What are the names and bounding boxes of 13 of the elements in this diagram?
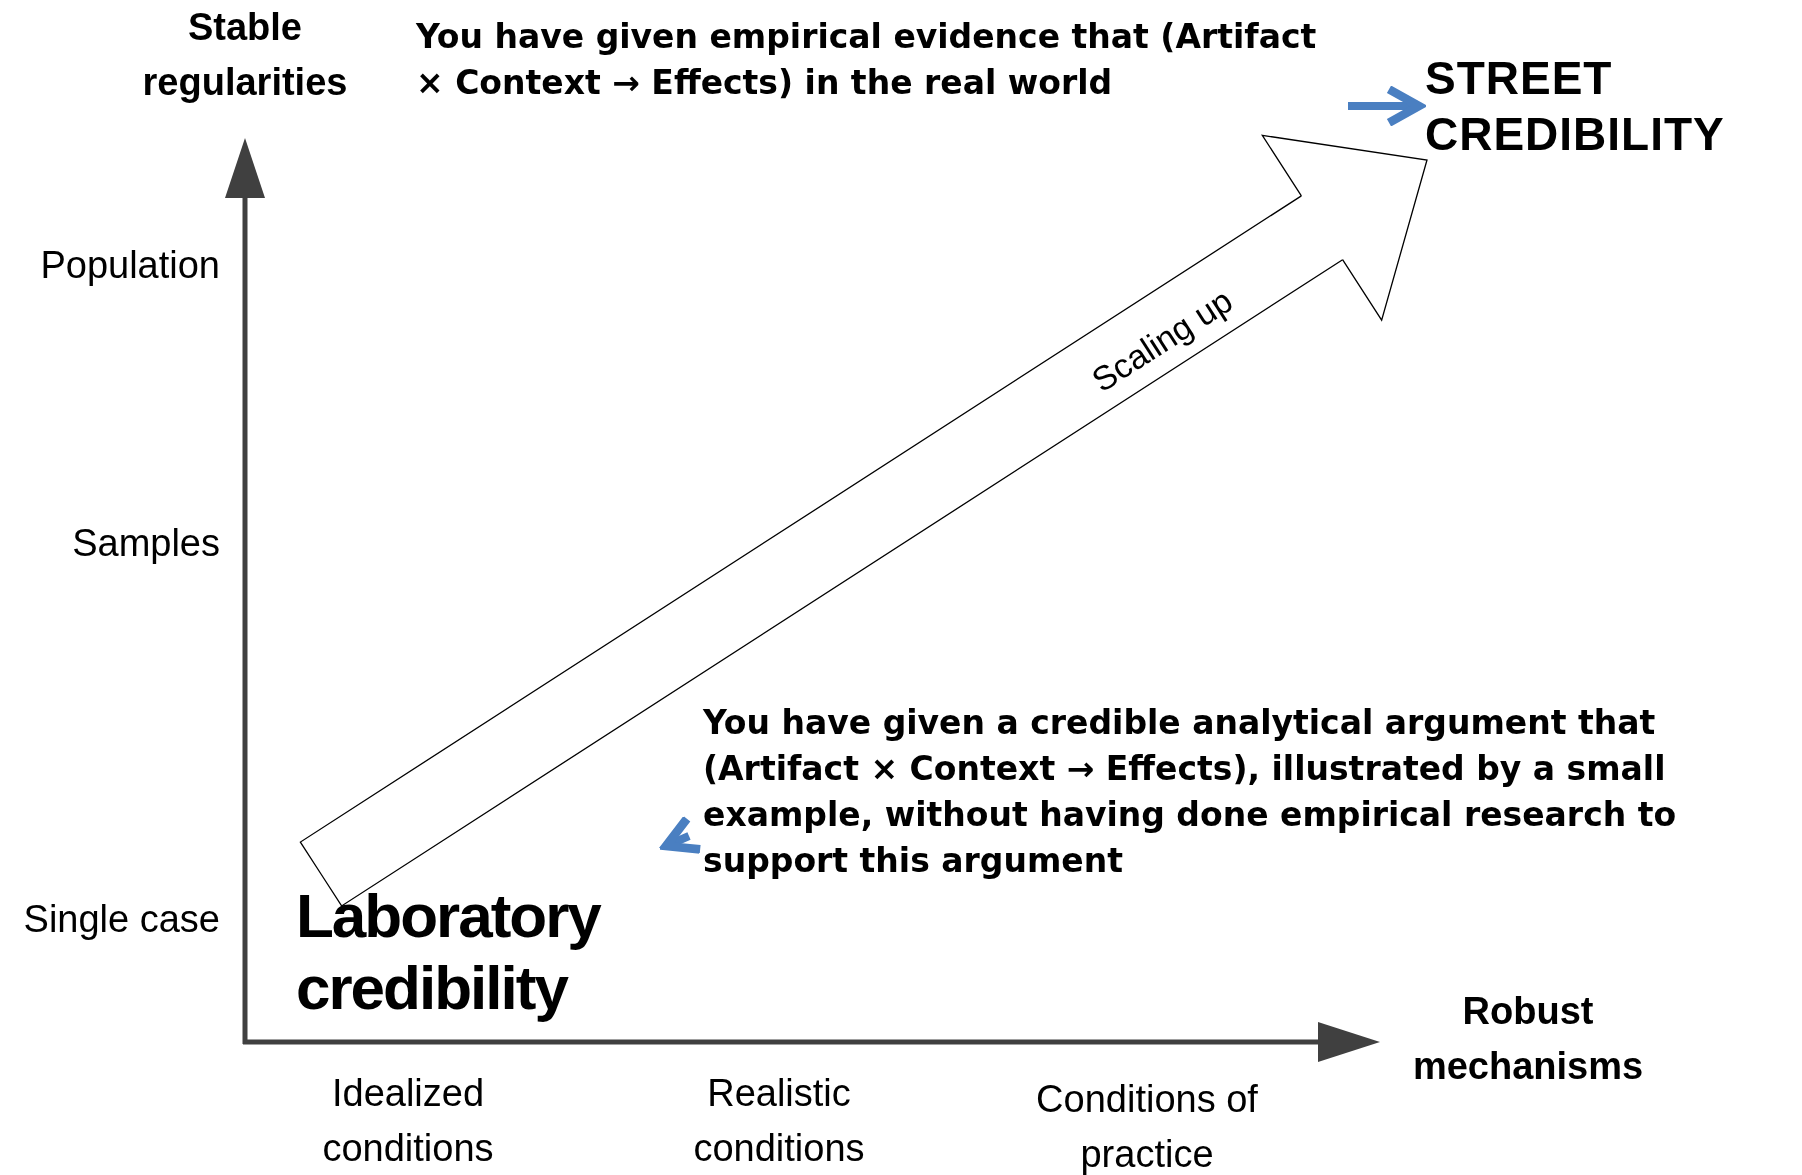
tick-label: Conditions of practice xyxy=(1035,1077,1259,1175)
street-credibility-title: STREET CREDIBILITY xyxy=(1425,51,1726,162)
block-arrow xyxy=(299,134,1428,907)
tick-label: Samples xyxy=(71,521,220,566)
lab-credibility-title: Laboratory credibility xyxy=(296,880,602,1024)
tick-label: Single case xyxy=(22,897,220,942)
argument-text: You have given a credible analytical argument that (Artifact × Context → Effects), illustrated by a small example, without having done empirical research to support this argument xyxy=(703,702,1678,882)
tick-label: Idealized conditions xyxy=(321,1071,495,1171)
tick-label: Population xyxy=(39,243,220,288)
axis-title: Stable regularities xyxy=(141,5,349,105)
evidence-text: You have given empirical evidence that (Artifact × Context → Effects) in the real world xyxy=(416,16,1318,104)
tick-label: Realistic conditions xyxy=(692,1071,866,1171)
axis-title: Robust mechanisms xyxy=(1411,989,1645,1089)
